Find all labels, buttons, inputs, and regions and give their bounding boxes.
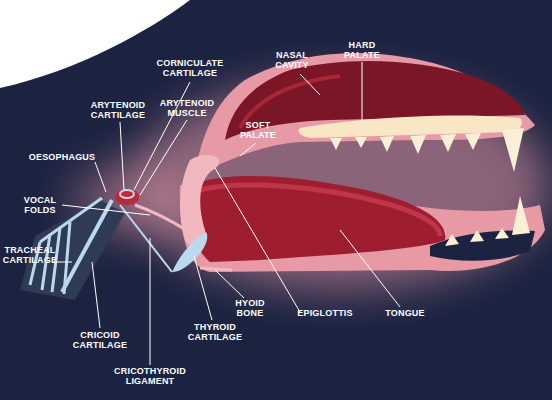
upper-teeth: [330, 128, 524, 172]
background-corner: [0, 0, 190, 88]
lower-teeth: [445, 196, 530, 246]
part-label: HYOID BONE: [230, 298, 270, 318]
part-label: CORNICULATE CARTILAGE: [153, 58, 227, 78]
nasal-cavity: [225, 61, 525, 140]
part-label: TRACHEAL CARTILAGE: [0, 245, 61, 265]
leader-line: [92, 262, 100, 328]
leader-line: [120, 122, 124, 190]
part-label: NASAL CAVITY: [269, 50, 315, 70]
leader-line: [300, 74, 320, 95]
hard-palate: [298, 116, 521, 138]
leader-line: [240, 143, 256, 156]
part-label: CRICOID CARTILAGE: [69, 330, 131, 350]
thyroid-cartilage: [172, 232, 207, 272]
part-label: OESOPHAGUS: [22, 152, 102, 162]
hyoid-bone: [200, 268, 232, 270]
tongue: [185, 176, 445, 262]
leader-line: [95, 162, 106, 192]
part-label: ARYTENOID CARTILAGE: [86, 100, 150, 120]
part-label: HARD PALATE: [339, 40, 385, 60]
tongue-shading: [200, 185, 440, 236]
part-label: CRICOTHYROID LIGAMENT: [108, 366, 192, 386]
epiglottis: [180, 155, 219, 249]
part-label: THYROID CARTILAGE: [184, 322, 246, 342]
leader-line: [62, 205, 150, 215]
leader-line: [150, 238, 151, 365]
arytenoid-muscle: [115, 189, 139, 205]
part-label: EPIGLOTTIS: [290, 308, 360, 318]
cricothyroid-ligament: [120, 205, 172, 272]
leader-line: [215, 168, 300, 312]
upper-jaw: [195, 53, 535, 175]
leader-line: [215, 270, 244, 298]
corniculate-cartilage: [120, 190, 134, 198]
leader-line: [340, 230, 400, 307]
leader-line: [140, 120, 187, 195]
part-label: SOFT PALATE: [235, 120, 281, 140]
leader-lines: [52, 62, 400, 365]
leader-line: [362, 62, 363, 122]
part-label: VOCAL FOLDS: [17, 195, 63, 215]
part-label: ARYTENOID MUSCLE: [156, 98, 218, 118]
vocal-fold: [135, 205, 186, 230]
leader-line: [194, 256, 212, 320]
part-label: TONGUE: [375, 308, 435, 318]
